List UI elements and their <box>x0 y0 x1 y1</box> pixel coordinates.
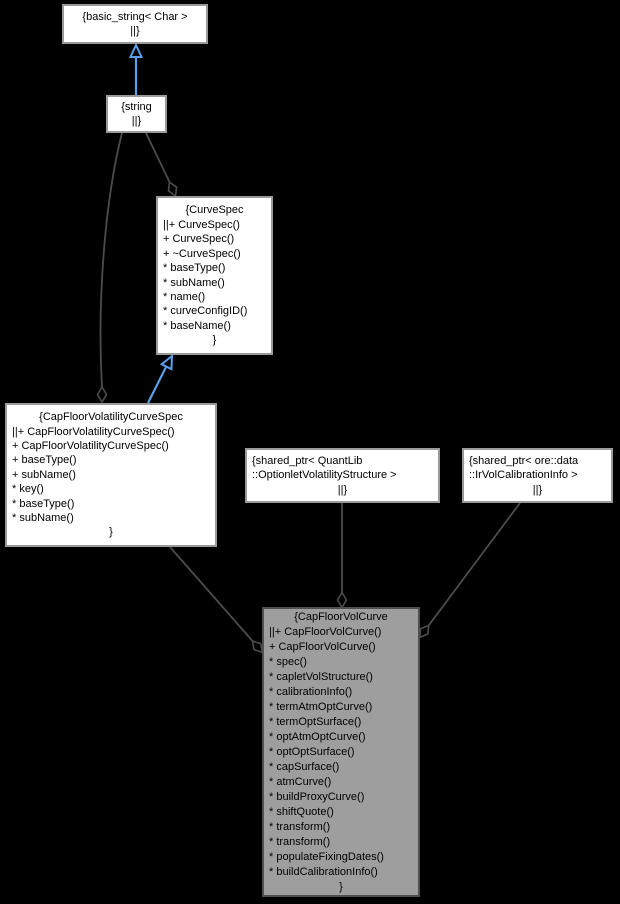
class-member: + ~CurveSpec() <box>163 247 241 260</box>
class-member: * baseType() <box>12 497 75 510</box>
aggregation-edge-capfloorvolatilitycurvespec-capfloorvolcurve <box>169 546 254 642</box>
class-member: * termOptSurface() <box>269 715 362 728</box>
class-title: {string <box>121 100 152 113</box>
class-title: {CurveSpec <box>185 204 244 217</box>
class-member: * atmCurve() <box>269 775 332 788</box>
class-member: * subName() <box>163 276 225 289</box>
class-footer: ||} <box>130 25 140 37</box>
class-footer: } <box>212 334 217 347</box>
class-title: {CapFloorVolCurve <box>294 610 388 623</box>
class-member: ||+ CurveSpec() <box>163 218 240 231</box>
class-member: * populateFixingDates() <box>269 850 384 863</box>
class-member: * calibrationInfo() <box>269 685 353 698</box>
class-member: * baseName() <box>163 319 231 332</box>
class-member: + CurveSpec() <box>163 233 235 246</box>
class-member: * capSurface() <box>269 760 340 773</box>
class-footer: ||} <box>337 483 348 496</box>
class-title: {shared_ptr< QuantLib <box>252 454 363 467</box>
aggregation-diamond-icon <box>336 590 348 610</box>
node-curvespec[interactable]: {CurveSpec ||+ CurveSpec() + CurveSpec()… <box>156 196 273 355</box>
class-footer: ||} <box>532 483 543 496</box>
aggregation-diamond-icon <box>96 385 108 404</box>
class-title: {CapFloorVolatilityCurveSpec <box>39 411 183 424</box>
aggregation-edge-string-capfloorvolatilitycurvespec <box>99 132 123 388</box>
class-member: + baseType() <box>12 454 77 467</box>
class-member: + subName() <box>12 468 76 481</box>
class-member: * optOptSurface() <box>269 745 355 758</box>
node-capfloorvolatilitycurvespec[interactable]: {CapFloorVolatilityCurveSpec ||+ CapFloo… <box>5 403 217 547</box>
inheritance-edge-capfloorvolatilitycurvespec-curvespec <box>147 366 167 404</box>
aggregation-edge-string-curvespec <box>145 132 171 183</box>
class-footer: } <box>109 526 113 539</box>
class-member: + CapFloorVolatilityCurveSpec() <box>12 439 169 452</box>
class-member: * key() <box>12 483 44 496</box>
node-sharedptr-optionletvolatilitystructure[interactable]: {shared_ptr< QuantLib ::OptionletVolatil… <box>245 448 440 503</box>
class-member: * name() <box>163 290 206 303</box>
class-footer: ||} <box>131 115 142 127</box>
class-title-cont: ::OptionletVolatilityStructure > <box>252 469 397 482</box>
class-member: * shiftQuote() <box>269 805 334 818</box>
class-member: * termAtmOptCurve() <box>269 700 373 713</box>
class-member: ||+ CapFloorVolatilityCurveSpec() <box>12 425 175 438</box>
class-member: * buildCalibrationInfo() <box>269 865 378 878</box>
inheritance-arrowhead-icon <box>159 353 174 371</box>
node-basic-string[interactable]: {basic_string< Char > ||} <box>62 4 208 44</box>
class-title: {shared_ptr< ore::data <box>469 454 579 467</box>
class-member: * optAtmOptCurve() <box>269 730 366 743</box>
class-member: * baseType() <box>163 262 226 275</box>
node-sharedptr-irvolcalibrationinfo[interactable]: {shared_ptr< ore::data ::IrVolCalibratio… <box>462 448 613 503</box>
class-member: * subName() <box>12 512 74 525</box>
node-capfloorvolcurve[interactable]: {CapFloorVolCurve ||+ CapFloorVolCurve()… <box>262 607 420 897</box>
class-member: * curveConfigID() <box>163 305 248 318</box>
class-member: * transform() <box>269 835 331 848</box>
class-title-cont: ::IrVolCalibrationInfo > <box>469 469 578 482</box>
aggregation-edge-irvolsharedptr-capfloorvolcurve <box>427 502 521 626</box>
class-member: * transform() <box>269 820 331 833</box>
class-footer: } <box>339 880 343 893</box>
inheritance-arrowhead-icon <box>128 42 144 58</box>
class-member: ||+ CapFloorVolCurve() <box>269 625 382 638</box>
class-member: * spec() <box>269 655 307 668</box>
class-title: {basic_string< Char > <box>82 10 188 23</box>
class-member: * buildProxyCurve() <box>269 790 365 803</box>
class-member: + CapFloorVolCurve() <box>269 640 376 653</box>
class-member: * capletVolStructure() <box>269 670 373 683</box>
node-string[interactable]: {string ||} <box>106 95 167 133</box>
